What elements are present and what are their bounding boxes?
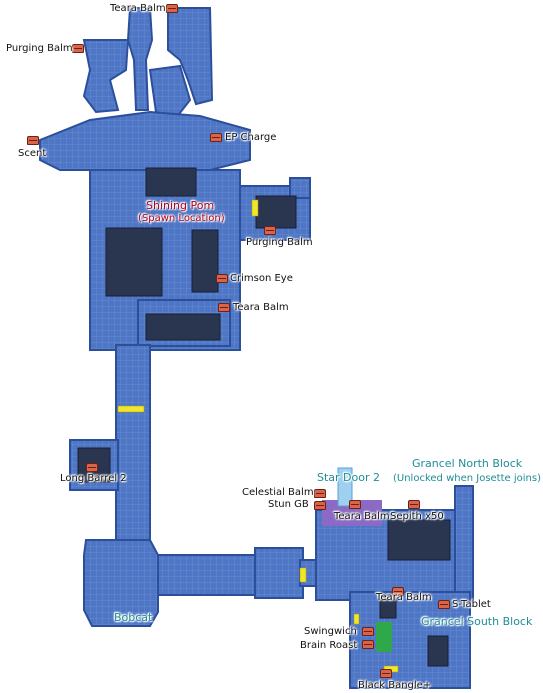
- area-label-shining-pom: Shining Pom: [146, 199, 215, 212]
- item-label: S-Tablet: [452, 599, 491, 610]
- chest-icon[interactable]: [314, 501, 326, 510]
- chest-icon[interactable]: [218, 303, 230, 312]
- chest-icon[interactable]: [210, 133, 222, 142]
- item-label: Brain Roast: [300, 640, 358, 651]
- chest-icon[interactable]: [408, 500, 420, 509]
- chest-icon[interactable]: [380, 669, 392, 678]
- chest-icon[interactable]: [362, 627, 374, 636]
- item-label: Teara Balm: [233, 302, 289, 313]
- item-label: Sepith x50: [390, 511, 444, 522]
- area-label-grancel-south: Grancel South Block: [421, 615, 533, 628]
- item-label: Teara Balm: [376, 592, 432, 603]
- chest-icon[interactable]: [314, 489, 326, 498]
- area-label-grancel-north: Grancel North Block: [412, 457, 523, 470]
- chest-icon[interactable]: [27, 136, 39, 145]
- area-label-spawn-location: (Spawn Location): [138, 213, 225, 224]
- item-label: Crimson Eye: [230, 273, 293, 284]
- chest-icon[interactable]: [438, 600, 450, 609]
- chest-icon[interactable]: [264, 226, 276, 235]
- item-label: Stun GB: [268, 499, 309, 510]
- item-label: Long Barrel 2: [60, 473, 127, 484]
- chest-icon[interactable]: [392, 587, 404, 596]
- chest-icon[interactable]: [362, 640, 374, 649]
- item-label: Teara Balm: [110, 3, 166, 14]
- green-room: [376, 622, 392, 652]
- item-label: Purging Balm: [6, 43, 73, 54]
- item-label: Purging Balm: [246, 237, 313, 248]
- map-floor: [39, 7, 474, 689]
- item-label: Celestial Balm: [242, 487, 314, 498]
- map-walls: [77, 167, 451, 667]
- item-label: Teara Balm: [334, 511, 390, 522]
- area-label-grancel-north-note: (Unlocked when Josette joins): [393, 473, 541, 484]
- chest-icon[interactable]: [86, 463, 98, 472]
- area-label-bobcat: Bobcat: [114, 611, 153, 624]
- chest-icon[interactable]: [72, 44, 84, 53]
- chest-icon[interactable]: [349, 500, 361, 509]
- item-label: Black Bangle+: [358, 680, 432, 691]
- chest-icon[interactable]: [216, 274, 228, 283]
- star-door-pillar: [337, 467, 353, 507]
- item-label: Swingwich: [304, 626, 357, 637]
- chest-icon[interactable]: [166, 4, 178, 13]
- item-label: Scent: [18, 148, 47, 159]
- item-label: EP Charge: [225, 132, 277, 143]
- area-label-star-door-2: Star Door 2: [317, 471, 381, 484]
